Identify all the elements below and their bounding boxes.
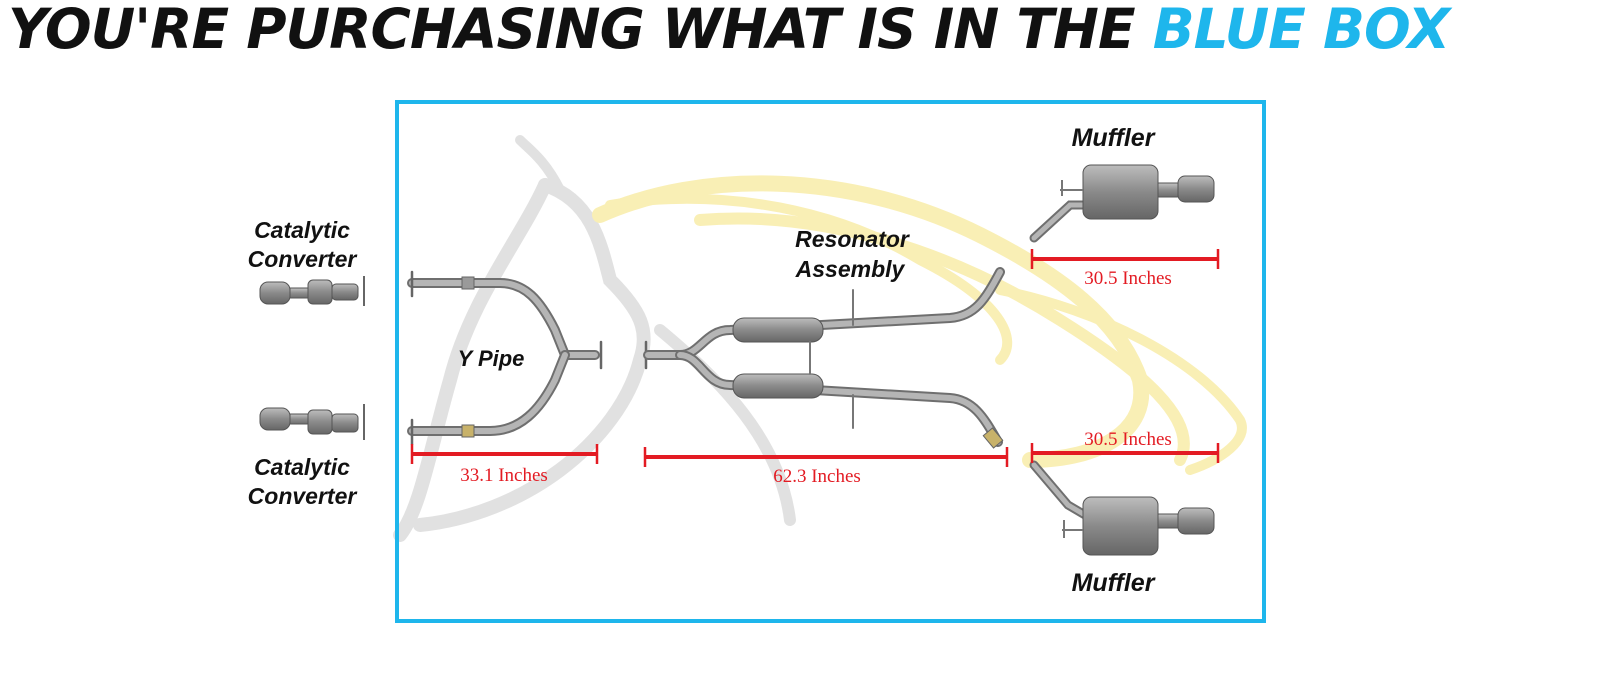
label-catalytic-top-line1: Catalytic [254,217,350,243]
dimension-y-pipe-label: 33.1 Inches [460,465,548,486]
dimension-muffler-top-label: 30.5 Inches [1084,268,1172,289]
headline-main: YOU'RE PURCHASING WHAT IS IN THE [8,0,1136,61]
label-y-pipe: Y Pipe [458,346,525,371]
label-muffler-bottom: Muffler [1072,569,1156,597]
label-catalytic-top-line2: Converter [248,246,358,272]
y-pipe [407,270,603,446]
label-muffler-top: Muffler [1072,124,1156,152]
dimension-resonator-label: 62.3 Inches [773,466,861,487]
dimension-muffler-top [1030,249,1220,269]
headline: YOU'RE PURCHASING WHAT IS IN THE BLUE BO… [8,0,1450,62]
blue-box [395,100,1266,623]
label-resonator-line2: Assembly [795,256,906,282]
muffler-bottom [1029,460,1215,556]
dimension-resonator [643,447,1009,467]
headline-accent: BLUE BOX [1152,0,1450,61]
muffler-top [1029,164,1215,243]
label-catalytic-bottom-line2: Converter [248,483,358,509]
catalytic-converter-top [259,276,365,306]
resonator-assembly [643,267,1005,449]
horse-watermark [393,135,1247,542]
dimension-y-pipe [410,444,599,464]
label-catalytic-bottom-line1: Catalytic [254,454,350,480]
dimension-muffler-bottom [1030,443,1220,463]
label-resonator-line1: Resonator [795,226,910,252]
catalytic-converter-bottom [259,404,365,440]
dimension-muffler-bottom-label: 30.5 Inches [1084,429,1172,450]
